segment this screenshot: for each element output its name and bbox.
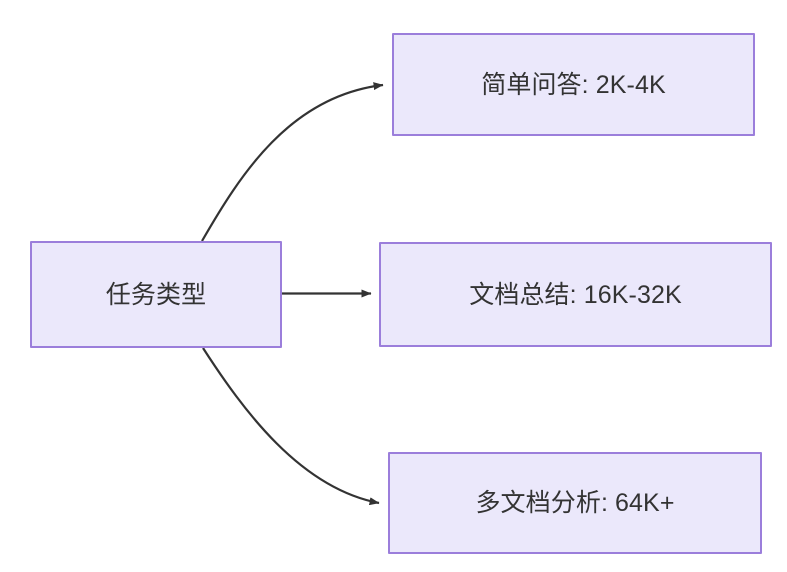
edge-task-type-to-multi-doc: [202, 347, 380, 506]
node-task-type-label: 任务类型: [105, 280, 207, 309]
node-doc-summary[interactable]: 文档总结: 16K-32K: [379, 242, 772, 347]
node-simple-qa-label: 简单问答: 2K-4K: [481, 70, 666, 99]
edge-task-type-to-simple-qa: [201, 82, 384, 242]
node-multi-doc[interactable]: 多文档分析: 64K+: [388, 452, 762, 554]
node-task-type[interactable]: 任务类型: [30, 241, 282, 348]
node-doc-summary-label: 文档总结: 16K-32K: [469, 280, 682, 309]
node-simple-qa[interactable]: 简单问答: 2K-4K: [392, 33, 755, 136]
node-multi-doc-label: 多文档分析: 64K+: [475, 489, 675, 517]
